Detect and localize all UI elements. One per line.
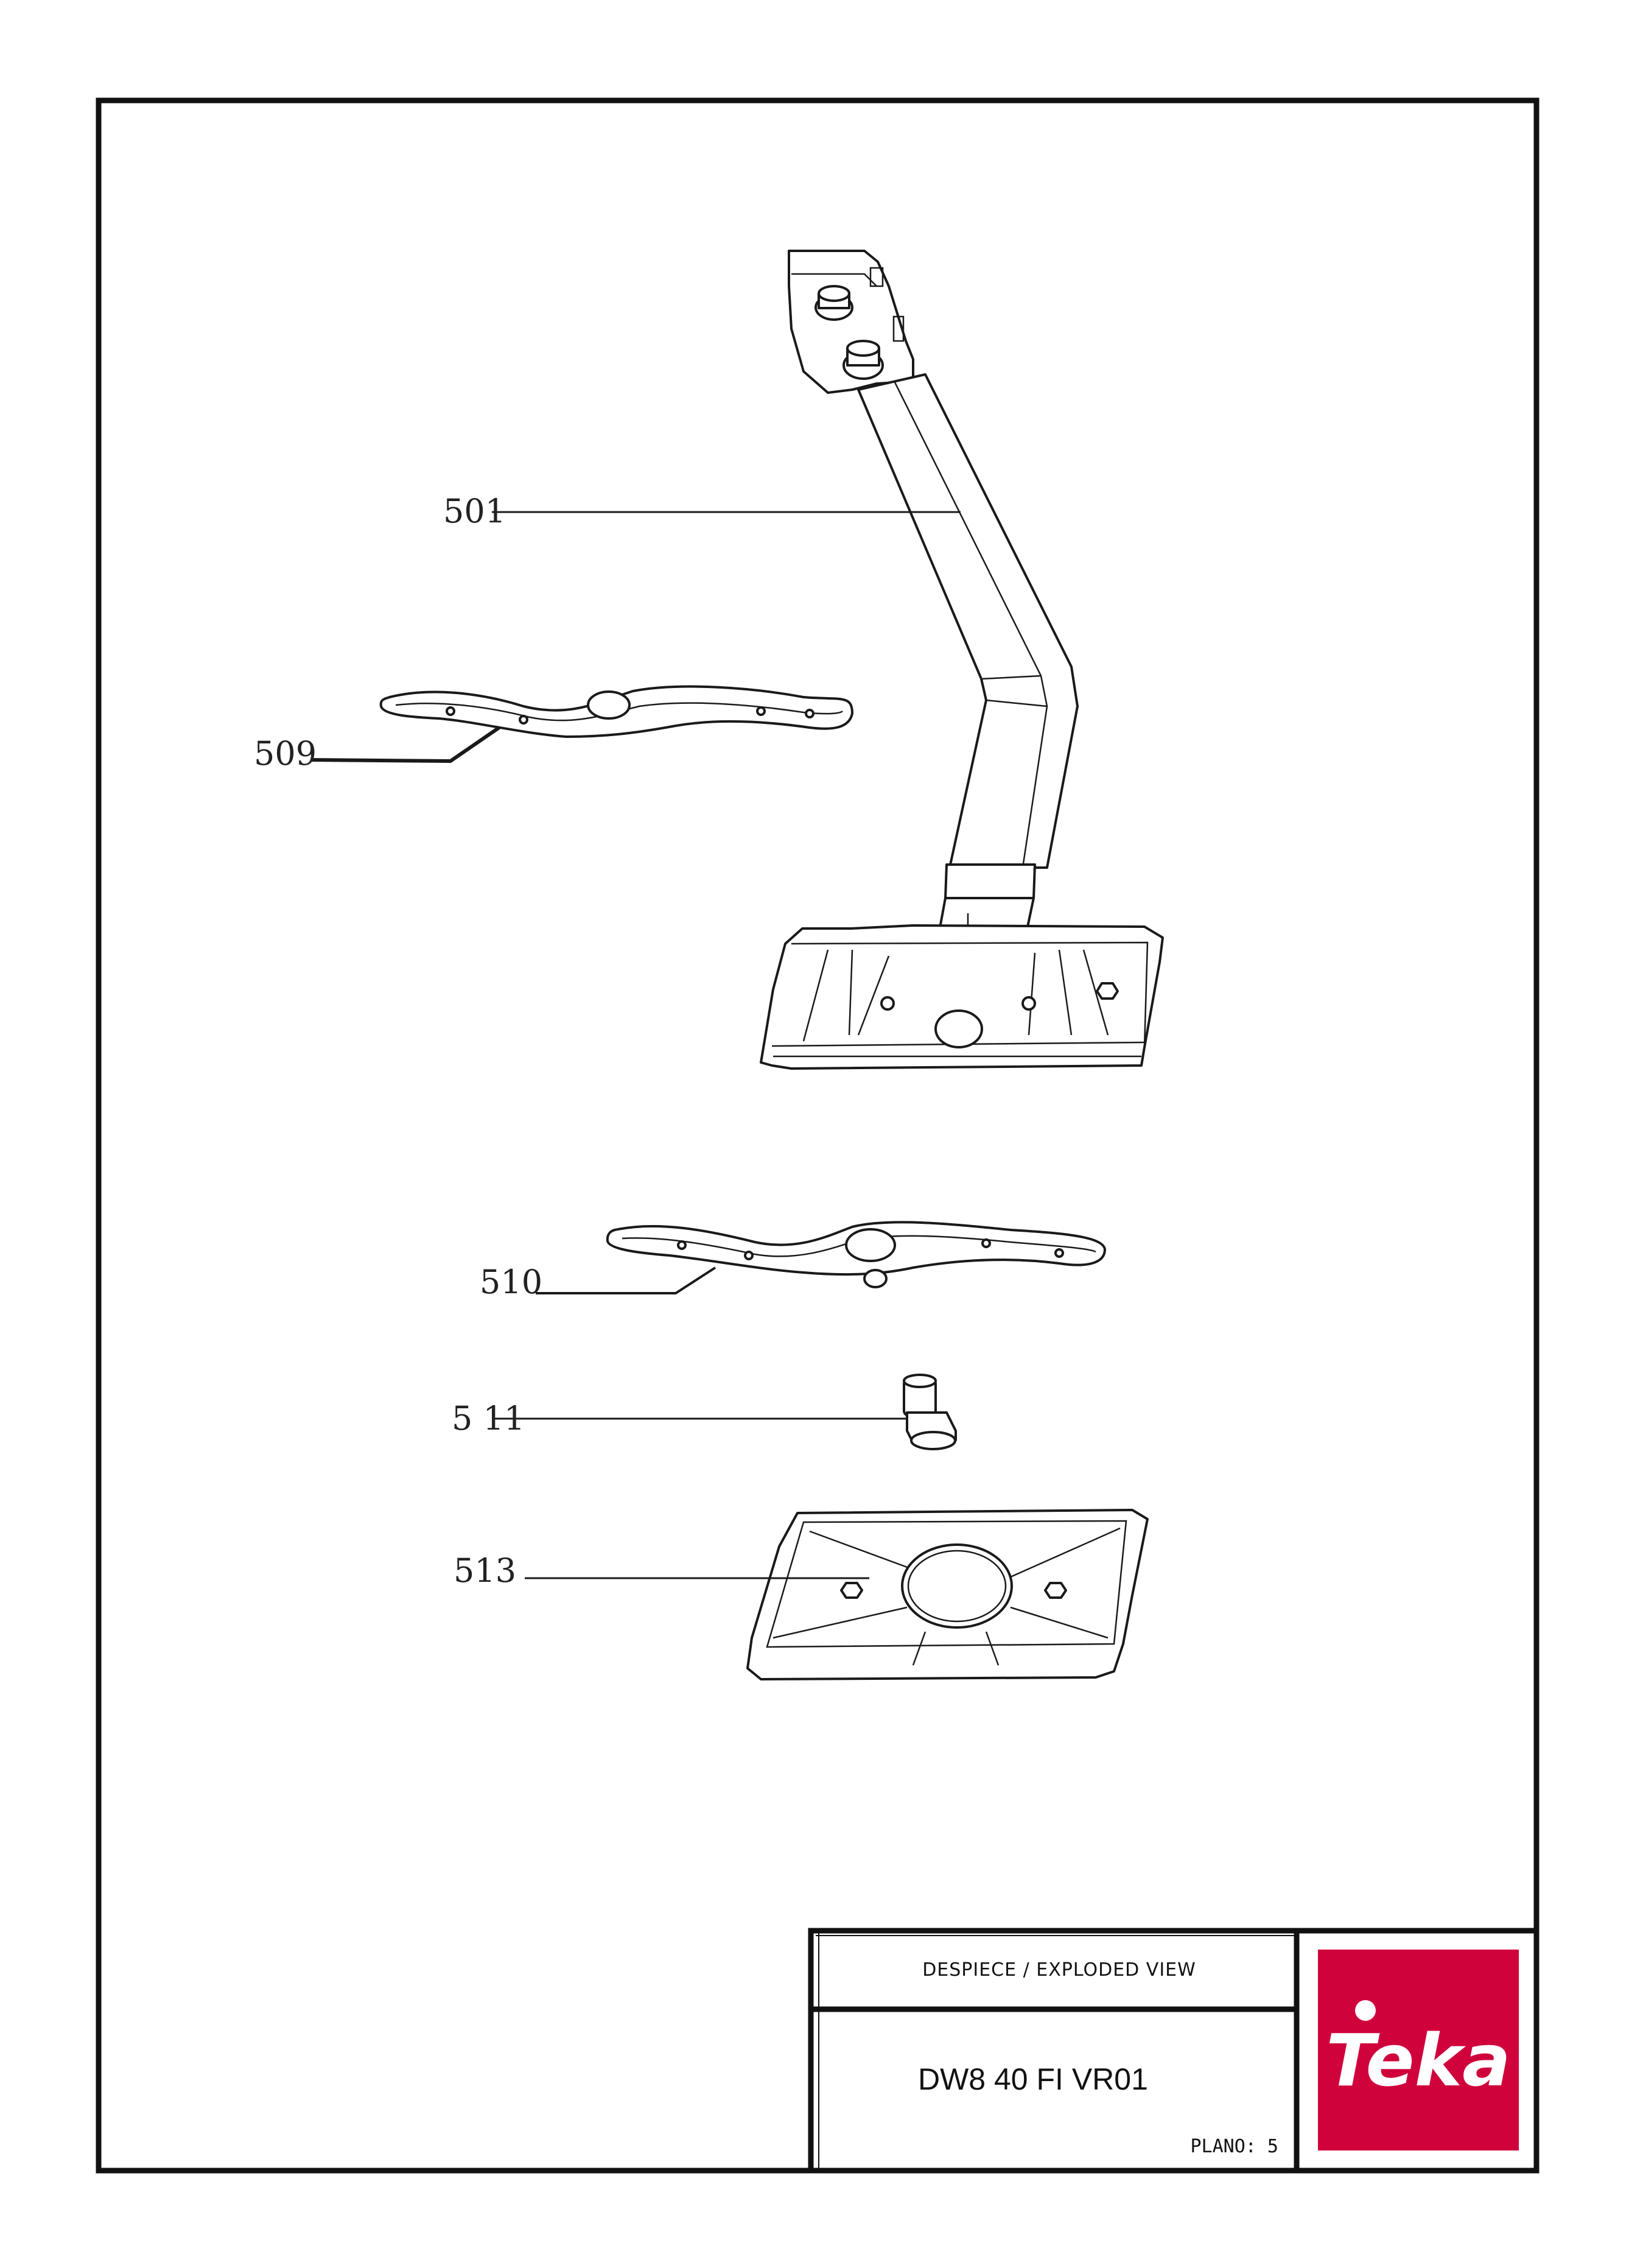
callout-509: 509: [254, 734, 317, 773]
tray-under-501: [760, 924, 1164, 1070]
drawing-frame: [96, 97, 1540, 2174]
callout-513: 513: [454, 1551, 516, 1590]
title-block-header: DESPIECE / EXPLODED VIEW: [922, 1959, 1196, 1981]
leader-510: [536, 1266, 716, 1294]
teka-logo-text: Teka: [1326, 2018, 1510, 2102]
part-513-lower-tray: [746, 1509, 1149, 1680]
part-509-upper-spray-arm: [379, 685, 853, 738]
callout-511: 5 11: [452, 1399, 525, 1438]
sheet-number: PLANO: 5: [1191, 2136, 1279, 2157]
part-510-lower-spray-arm: [606, 1221, 1106, 1288]
callout-510: 510: [480, 1263, 542, 1301]
model-number: DW8 40 FI VR01: [918, 2062, 1148, 2096]
callout-501: 501: [443, 492, 506, 530]
teka-logo-dot: [1355, 2000, 1376, 2021]
title-block: DESPIECE / EXPLODED VIEW DW8 40 FI VR01 …: [808, 1928, 1540, 2174]
leader-lines: [311, 511, 961, 1579]
part-511-connector: [903, 1374, 957, 1450]
leader-509: [311, 726, 500, 764]
part-501-feed-tube: [788, 250, 1079, 1012]
teka-logo: [1318, 1950, 1519, 2150]
